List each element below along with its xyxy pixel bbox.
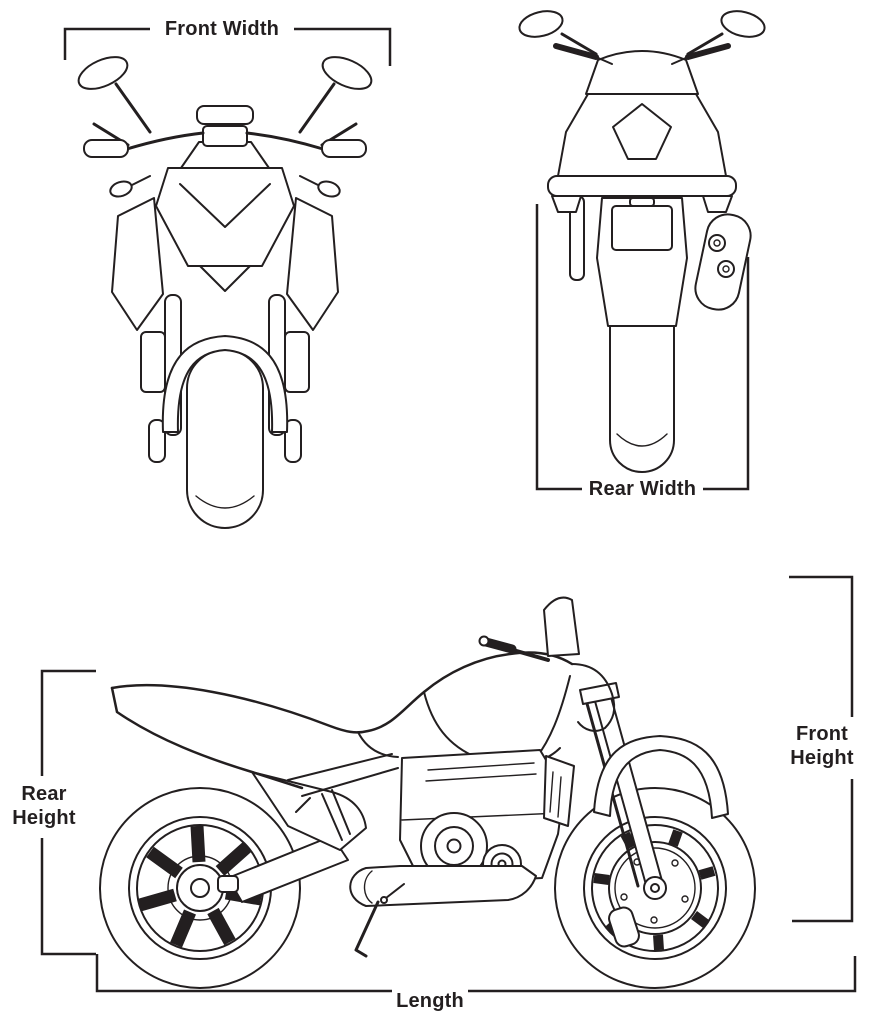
signal-stalks xyxy=(131,175,319,186)
clutch-cover-center xyxy=(446,838,462,854)
length-label: Length xyxy=(396,990,464,1012)
swingarm xyxy=(227,835,349,903)
sidestand xyxy=(354,900,380,958)
brake-caliper-left xyxy=(148,419,166,463)
radiator-shroud-right xyxy=(286,197,339,331)
turn-signal-left xyxy=(109,180,133,198)
front-height-bracket xyxy=(789,575,854,923)
windscreen xyxy=(180,141,270,169)
grip-side xyxy=(481,637,517,654)
front-height-label: Front Height xyxy=(790,723,854,769)
grip-right xyxy=(321,139,367,158)
belly-exhaust xyxy=(349,865,537,907)
headlight-side xyxy=(571,663,616,732)
headlight-mask xyxy=(155,167,295,267)
front-axle xyxy=(643,876,667,900)
motorcycle-front-view xyxy=(77,56,373,529)
radiator-shroud-left xyxy=(111,197,164,331)
front-brake-caliper xyxy=(608,906,640,948)
front-brake-disc-inner xyxy=(614,847,696,929)
axle-adjuster xyxy=(217,875,239,893)
seat-line xyxy=(357,731,399,758)
front-tire xyxy=(186,349,264,529)
rear-width-bracket xyxy=(535,204,750,491)
handlebar-clamp xyxy=(202,125,248,147)
front-wheel-rim xyxy=(591,824,719,952)
rear-mirror-right xyxy=(720,10,766,38)
turn-signal-right xyxy=(317,180,341,198)
license-plate xyxy=(611,205,673,251)
engine-block-right xyxy=(284,331,310,393)
taillight xyxy=(612,103,672,160)
front-tire-tread xyxy=(195,495,255,509)
rear-cowl xyxy=(585,50,699,95)
mirror-left xyxy=(77,56,129,90)
footpeg xyxy=(380,896,388,904)
engine-fins xyxy=(401,762,561,821)
bar-end xyxy=(478,635,490,647)
front-fender xyxy=(161,335,289,433)
rear-tire-tread xyxy=(616,433,668,447)
motorcycle-rear-view xyxy=(518,10,766,473)
engine-block-left xyxy=(140,331,166,393)
rear-height-bracket xyxy=(40,669,96,956)
rear-axle xyxy=(190,878,210,898)
tail-underside xyxy=(110,686,304,790)
front-wheel-tire-inner xyxy=(583,816,727,960)
handlebar-ends xyxy=(553,43,731,60)
rear-mirror-stalks xyxy=(560,32,724,56)
exhaust-tip-lower-inner xyxy=(722,265,730,273)
body-top-outline xyxy=(110,651,574,734)
grip-left xyxy=(83,139,129,158)
motorcycle-side-view xyxy=(99,596,756,989)
shift-lever xyxy=(385,883,405,899)
exhaust-end-cap xyxy=(363,870,373,904)
handlebar-and-levers xyxy=(92,122,358,151)
front-axle-center xyxy=(650,883,660,893)
mirror-stalks xyxy=(114,82,336,134)
plate-light xyxy=(629,197,655,207)
rear-signal-left xyxy=(551,195,582,213)
disc-bolts xyxy=(620,858,689,924)
length-bracket xyxy=(95,954,857,993)
flyscreen xyxy=(543,596,580,657)
instrument-cluster xyxy=(196,105,254,125)
exhaust-tip-upper xyxy=(708,234,726,252)
front-fender-side xyxy=(593,735,729,819)
radiator-slats xyxy=(549,771,562,818)
mirror-right xyxy=(321,56,373,90)
front-width-label: Front Width xyxy=(164,18,280,40)
rear-width-label: Rear Width xyxy=(588,478,697,500)
exhaust-tip-upper-inner xyxy=(713,239,721,247)
headlight-details xyxy=(179,183,271,292)
rear-height-label: Rear Height xyxy=(12,783,76,829)
exhaust-tip-lower xyxy=(717,260,735,278)
radiator xyxy=(543,755,575,827)
rear-signal-right xyxy=(702,195,733,213)
handlebar-connectors xyxy=(595,56,689,65)
rear-mirror-left xyxy=(518,10,564,38)
rear-signal-bar xyxy=(547,175,737,197)
rear-shock xyxy=(321,789,351,841)
brake-caliper-right xyxy=(284,419,302,463)
front-width-bracket xyxy=(63,27,392,66)
